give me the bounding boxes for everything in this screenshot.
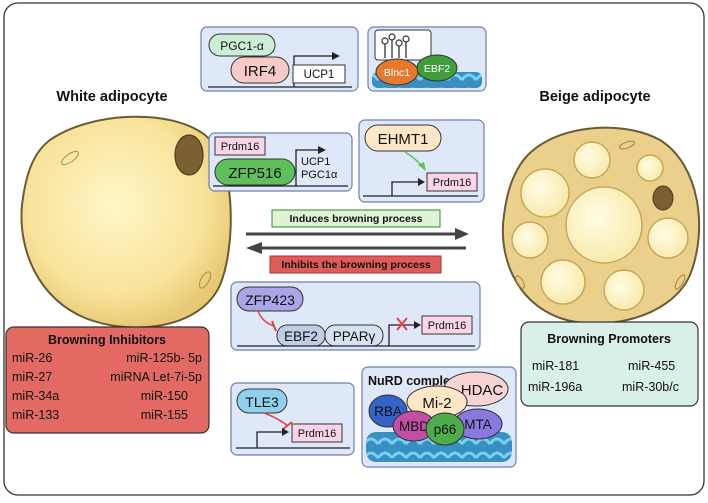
irf4-label: IRF4 [244, 63, 277, 80]
promoters-title: Browning Promoters [547, 332, 671, 346]
blnc1-panel: Blnc1 EBF2 [367, 26, 487, 92]
promoter-mirna: miR-455 [628, 359, 675, 373]
nurd-title: NuRD complex [368, 374, 457, 388]
inhibitor-mirna: miR-150 [141, 389, 188, 403]
inhibitors-title: Browning Inhibitors [48, 333, 166, 347]
inhibits-arrow: Inhibits the browning process [246, 242, 466, 274]
inhibitor-mirna: miR-125b- 5p [126, 351, 202, 365]
pgc1a-gene: PGC1α [301, 169, 338, 181]
inhibition-arrow [257, 310, 275, 327]
pparg-label: PPARγ [333, 329, 376, 344]
nucleus [652, 185, 674, 211]
pgc1a-label: PGC1-α [220, 39, 264, 53]
inhibits-label: Inhibits the browning process [281, 259, 431, 271]
prdm16-gene: Prdm16 [298, 428, 337, 440]
mbd-label: MBD [399, 419, 429, 434]
nucleus [174, 134, 204, 176]
zfp423-panel: ZFP423 EBF2 PPARγ Prdm16 [230, 281, 481, 351]
promoter-mirna: miR-196a [528, 380, 582, 394]
tle3-panel: TLE3 Prdm16 [230, 382, 355, 456]
prdm16-factor: Prdm16 [221, 141, 260, 153]
ehmt1-panel: EHMT1 Prdm16 [358, 119, 485, 203]
rna-loops [384, 40, 407, 58]
zfp423-label: ZFP423 [245, 292, 295, 308]
induces-label: Induces browning process [289, 213, 422, 225]
p66-label: p66 [434, 422, 457, 437]
promoter-mirna: miR-30b/c [622, 380, 679, 394]
zfp516-panel: Prdm16 ZFP516 UCP1 PGC1α [208, 132, 353, 192]
dna-strand [366, 432, 512, 462]
promoter-mirna: miR-181 [532, 359, 579, 373]
inhibitor-mirna: miRNA Let-7i-5p [110, 370, 202, 384]
prdm16-gene: Prdm16 [433, 177, 472, 189]
ucp1-gene: UCP1 [304, 69, 335, 81]
hdac-label: HDAC [461, 382, 504, 399]
irf4-panel: PGC1-α IRF4 UCP1 [200, 26, 359, 92]
tle3-label: TLE3 [245, 394, 279, 410]
inhibitor-mirna: miR-34a [12, 389, 59, 403]
mta-label: MTA [464, 417, 492, 432]
mi2-label: Mi-2 [422, 395, 451, 412]
zfp516-label: ZFP516 [228, 165, 281, 182]
prdm16-gene: Prdm16 [428, 320, 467, 332]
promoter-arrow [295, 149, 318, 186]
inhibitor-mirna: miR-133 [12, 408, 59, 422]
block-x-icon [396, 317, 408, 331]
nurd-panel: NuRD complex HDAC Mi-2 RBA MBD MTA p66 [361, 366, 517, 468]
ebf2-label: EBF2 [284, 329, 318, 344]
ebf2-label: EBF2 [424, 63, 450, 75]
browning-promoters-box: Browning Promoters miR-181 miR-196a miR-… [520, 321, 699, 407]
inhibitor-mirna: miR-155 [141, 408, 188, 422]
white-adipocyte-title: White adipocyte [56, 89, 167, 105]
ucp1-gene: UCP1 [301, 156, 330, 168]
inhibition-arrow [263, 412, 289, 427]
rba-label: RBA [374, 404, 402, 419]
inhibitor-mirna: miR-26 [12, 351, 52, 365]
browning-inhibitors-box: Browning Inhibitors miR-26 miR-27 miR-34… [5, 326, 210, 434]
beige-adipocyte-cell [501, 126, 701, 325]
beige-adipocyte-title: Beige adipocyte [539, 89, 650, 105]
induces-arrow: Induces browning process [246, 209, 469, 240]
white-adipocyte-cell [20, 115, 232, 329]
inhibitor-mirna: miR-27 [12, 370, 52, 384]
blnc1-label: Blnc1 [384, 67, 410, 79]
ehmt1-label: EHMT1 [378, 131, 429, 148]
